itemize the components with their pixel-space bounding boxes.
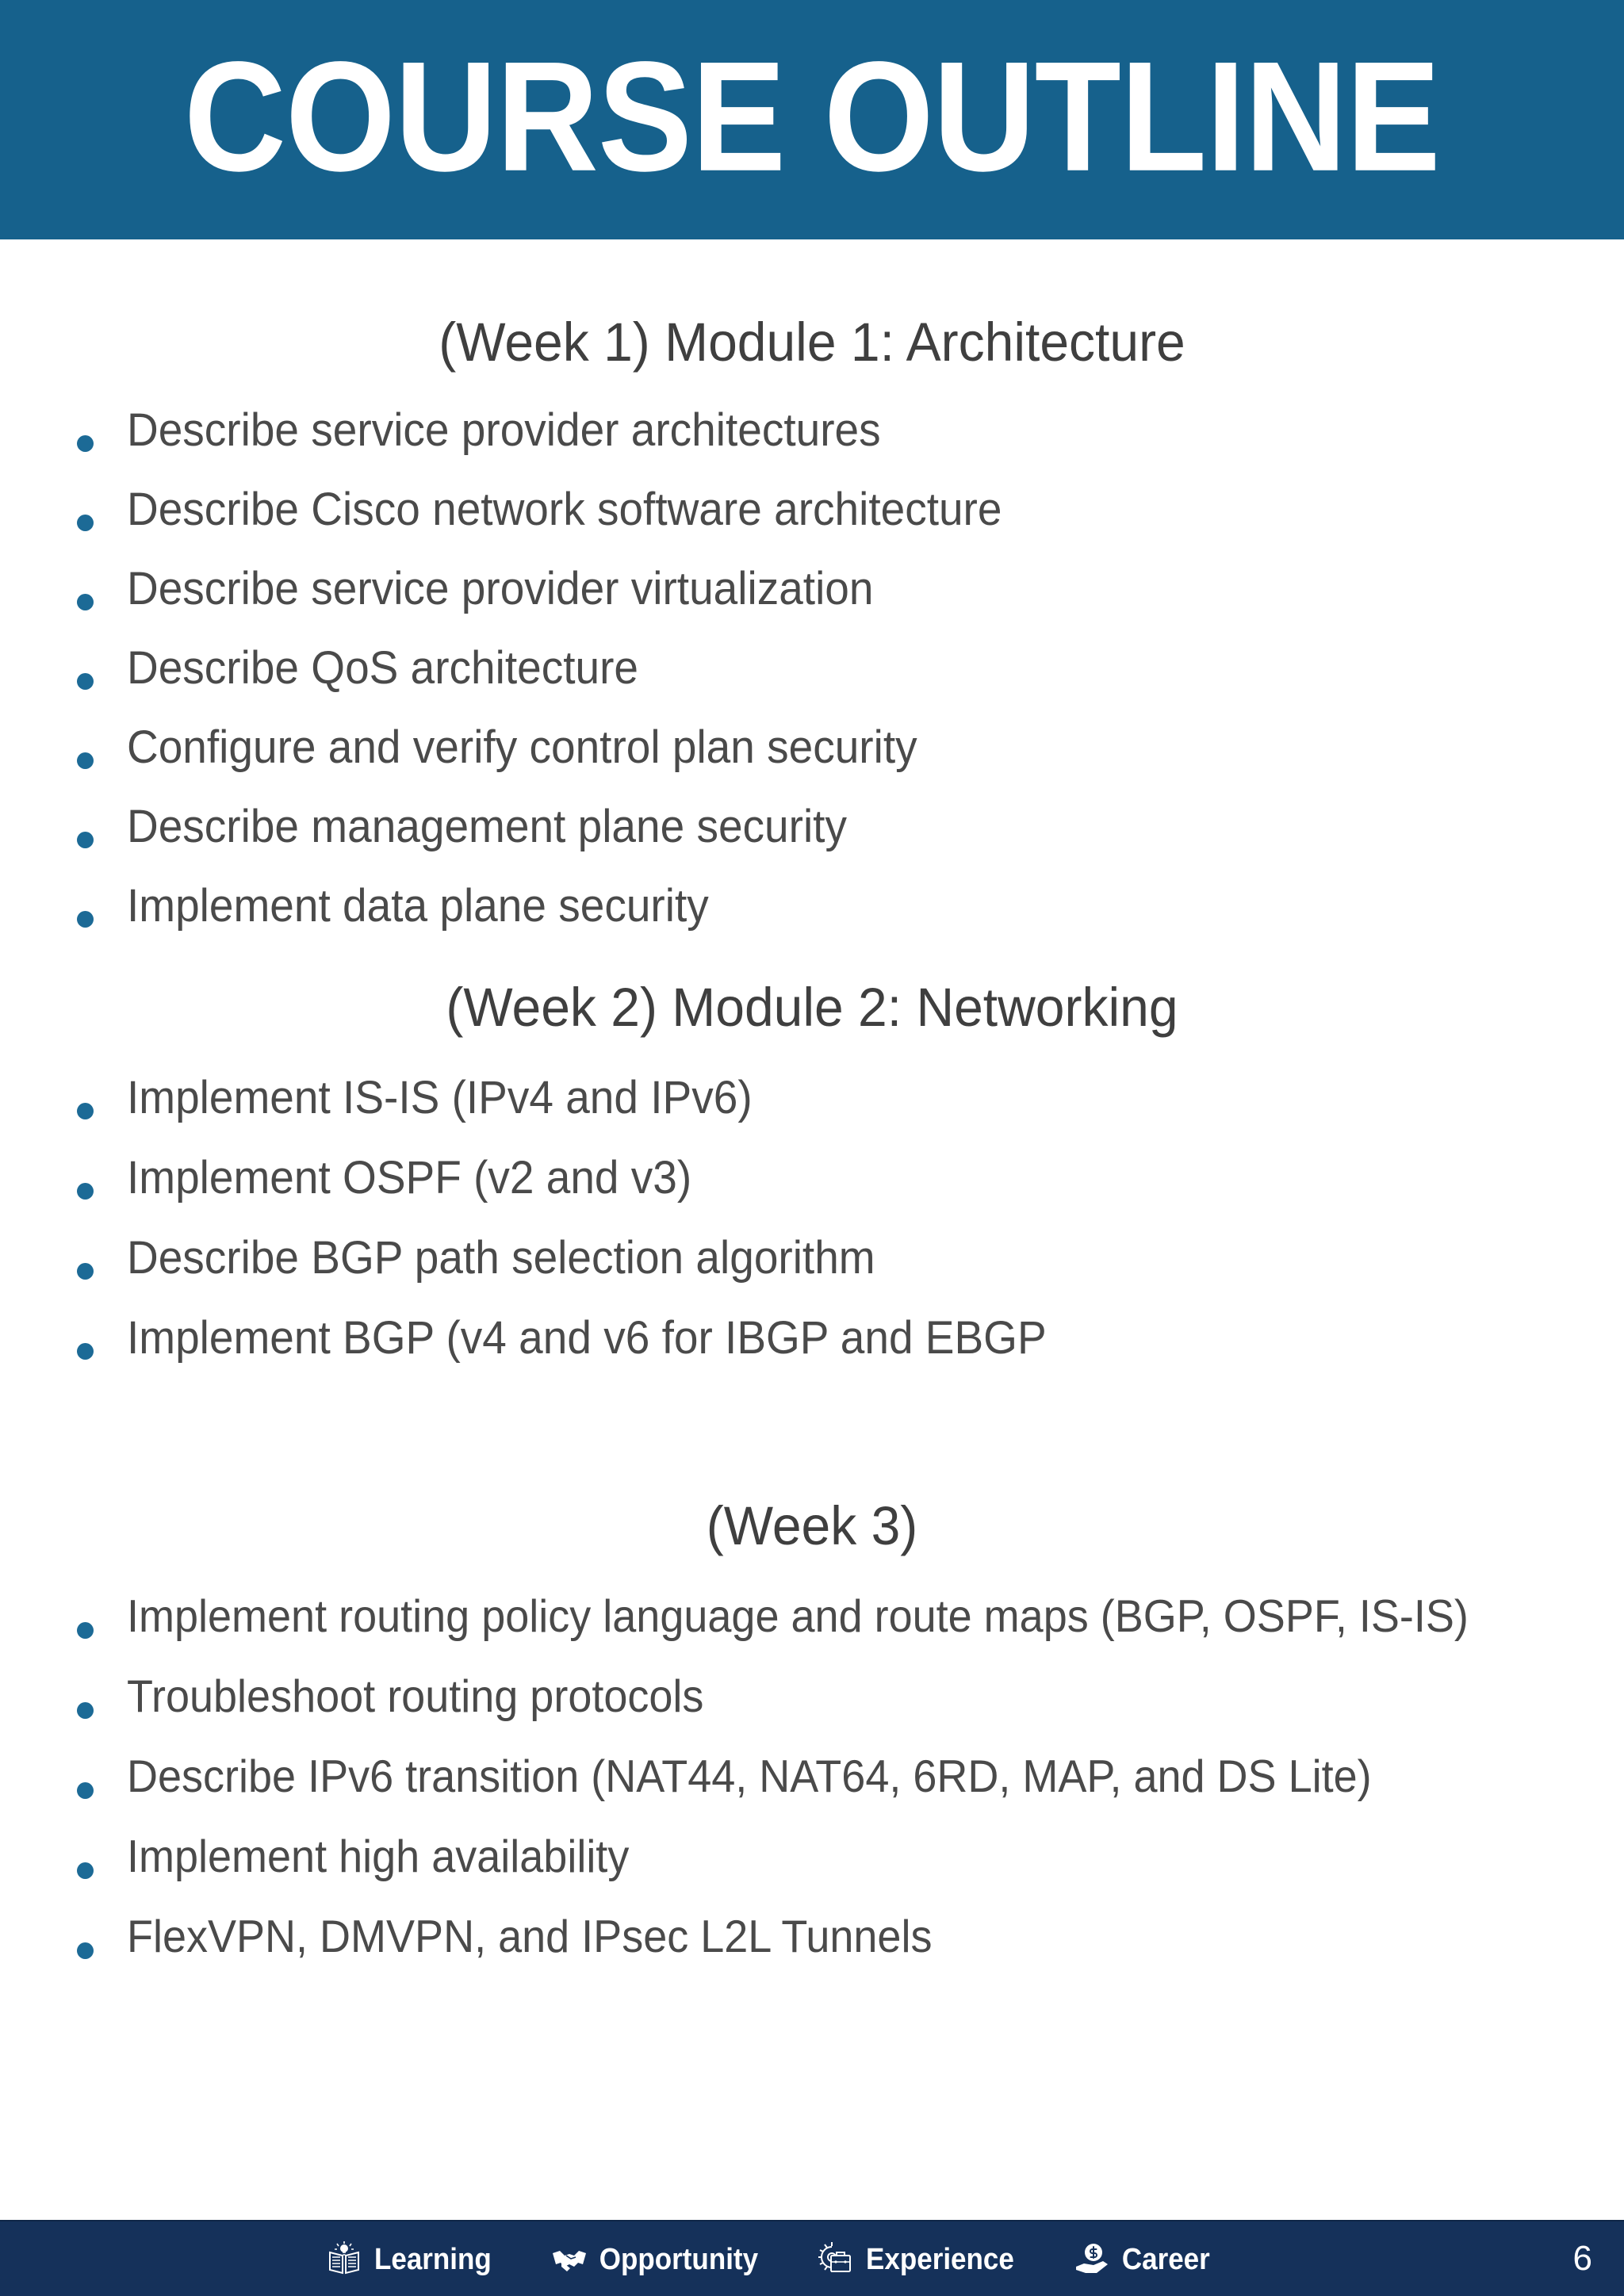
bullet-dot-icon xyxy=(77,673,94,691)
footer-label: Learning xyxy=(374,2241,492,2276)
hand-coin-icon xyxy=(1073,2240,1111,2278)
list-item-label: Implement data plane security xyxy=(127,879,709,932)
list-item: Configure and verify control plan securi… xyxy=(0,721,1624,805)
bullet-dot-icon xyxy=(77,1862,94,1879)
section-week-1: (Week 1) Module 1: Architecture Describe… xyxy=(0,311,1624,963)
bullet-dot-icon xyxy=(77,832,94,849)
list-item-label: Implement IS-IS (IPv4 and IPv6) xyxy=(127,1070,753,1123)
footer-label: Opportunity xyxy=(599,2241,759,2276)
section-heading-week-1: (Week 1) Module 1: Architecture xyxy=(439,311,1185,373)
gear-briefcase-icon xyxy=(817,2240,855,2278)
header-banner: COURSE OUTLINE xyxy=(0,0,1624,239)
bullet-list-week-1: Describe service provider architectures … xyxy=(0,404,1624,963)
footer-item-group: Learning Opportunity xyxy=(325,2221,1210,2296)
list-item-label: Implement OSPF (v2 and v3) xyxy=(127,1150,692,1203)
bullet-dot-icon xyxy=(77,1781,94,1799)
list-item: Implement IS-IS (IPv4 and IPv6) xyxy=(0,1070,1624,1156)
list-item-label: Describe Cisco network software architec… xyxy=(127,483,1002,536)
list-item-label: Describe IPv6 transition (NAT44, NAT64, … xyxy=(127,1751,1372,1802)
section-heading-week-2: (Week 2) Module 2: Networking xyxy=(446,976,1178,1038)
list-item: Implement data plane security xyxy=(0,879,1624,963)
list-item-label: Describe BGP path selection algorithm xyxy=(127,1230,875,1284)
list-item-label: FlexVPN, DMVPN, and IPsec L2L Tunnels xyxy=(127,1911,933,1962)
list-item: Describe BGP path selection algorithm xyxy=(0,1230,1624,1316)
bullet-dot-icon xyxy=(77,435,94,453)
section-week-3: (Week 3) Implement routing policy langua… xyxy=(0,1494,1624,1996)
list-item: Implement BGP (v4 and v6 for IBGP and EB… xyxy=(0,1311,1624,1396)
list-item: Describe service provider architectures xyxy=(0,404,1624,488)
bullet-list-week-3: Implement routing policy language and ro… xyxy=(0,1590,1624,1996)
list-item: Troubleshoot routing protocols xyxy=(0,1670,1624,1755)
page-number: 6 xyxy=(1572,2239,1592,2278)
bullet-dot-icon xyxy=(77,1342,94,1360)
handshake-icon xyxy=(550,2240,588,2278)
footer-item-learning[interactable]: Learning xyxy=(325,2240,492,2278)
list-item-label: Describe service provider architectures xyxy=(127,404,881,457)
bullet-dot-icon xyxy=(77,1102,94,1119)
bullet-dot-icon xyxy=(77,752,94,770)
bullet-dot-icon xyxy=(77,1182,94,1200)
list-item: Describe IPv6 transition (NAT44, NAT64, … xyxy=(0,1751,1624,1835)
footer-label: Experience xyxy=(866,2241,1014,2276)
footer-item-experience[interactable]: Experience xyxy=(817,2240,1014,2278)
list-item: Implement high availability xyxy=(0,1831,1624,1915)
list-item-label: Describe service provider virtualization xyxy=(127,562,874,615)
bullet-list-week-2: Implement IS-IS (IPv4 and IPv6) Implemen… xyxy=(0,1070,1624,1396)
list-item-label: Implement BGP (v4 and v6 for IBGP and EB… xyxy=(127,1311,1047,1364)
list-item-label: Implement high availability xyxy=(127,1831,630,1882)
slide-content: (Week 1) Module 1: Architecture Describe… xyxy=(0,239,1624,2221)
list-item-label: Troubleshoot routing protocols xyxy=(127,1670,704,1722)
list-item: FlexVPN, DMVPN, and IPsec L2L Tunnels xyxy=(0,1911,1624,1996)
footer-item-career[interactable]: Career xyxy=(1073,2240,1210,2278)
section-heading-week-3: (Week 3) xyxy=(706,1494,918,1556)
bullet-dot-icon xyxy=(77,911,94,928)
list-item: Describe service provider virtualization xyxy=(0,562,1624,646)
list-item-label: Implement routing policy language and ro… xyxy=(127,1590,1469,1642)
bullet-dot-icon xyxy=(77,1942,94,1959)
footer-item-opportunity[interactable]: Opportunity xyxy=(550,2240,758,2278)
footer-label: Career xyxy=(1121,2241,1210,2276)
list-item-label: Describe QoS architecture xyxy=(127,641,638,695)
bullet-dot-icon xyxy=(77,1621,94,1639)
bullet-dot-icon xyxy=(77,1701,94,1719)
book-lightbulb-icon xyxy=(325,2240,363,2278)
list-item-label: Describe management plane security xyxy=(127,800,847,853)
list-item-label: Configure and verify control plan securi… xyxy=(127,721,917,774)
list-item: Implement routing policy language and ro… xyxy=(0,1590,1624,1675)
bullet-dot-icon xyxy=(77,515,94,532)
list-item: Describe QoS architecture xyxy=(0,641,1624,725)
page-title: COURSE OUTLINE xyxy=(184,29,1441,205)
bullet-dot-icon xyxy=(77,594,94,611)
list-item: Implement OSPF (v2 and v3) xyxy=(0,1150,1624,1236)
section-week-2: (Week 2) Module 2: Networking Implement … xyxy=(0,976,1624,1396)
bullet-dot-icon xyxy=(77,1262,94,1280)
list-item: Describe management plane security xyxy=(0,800,1624,884)
footer-bar: Learning Opportunity xyxy=(0,2220,1624,2296)
list-item: Describe Cisco network software architec… xyxy=(0,483,1624,567)
